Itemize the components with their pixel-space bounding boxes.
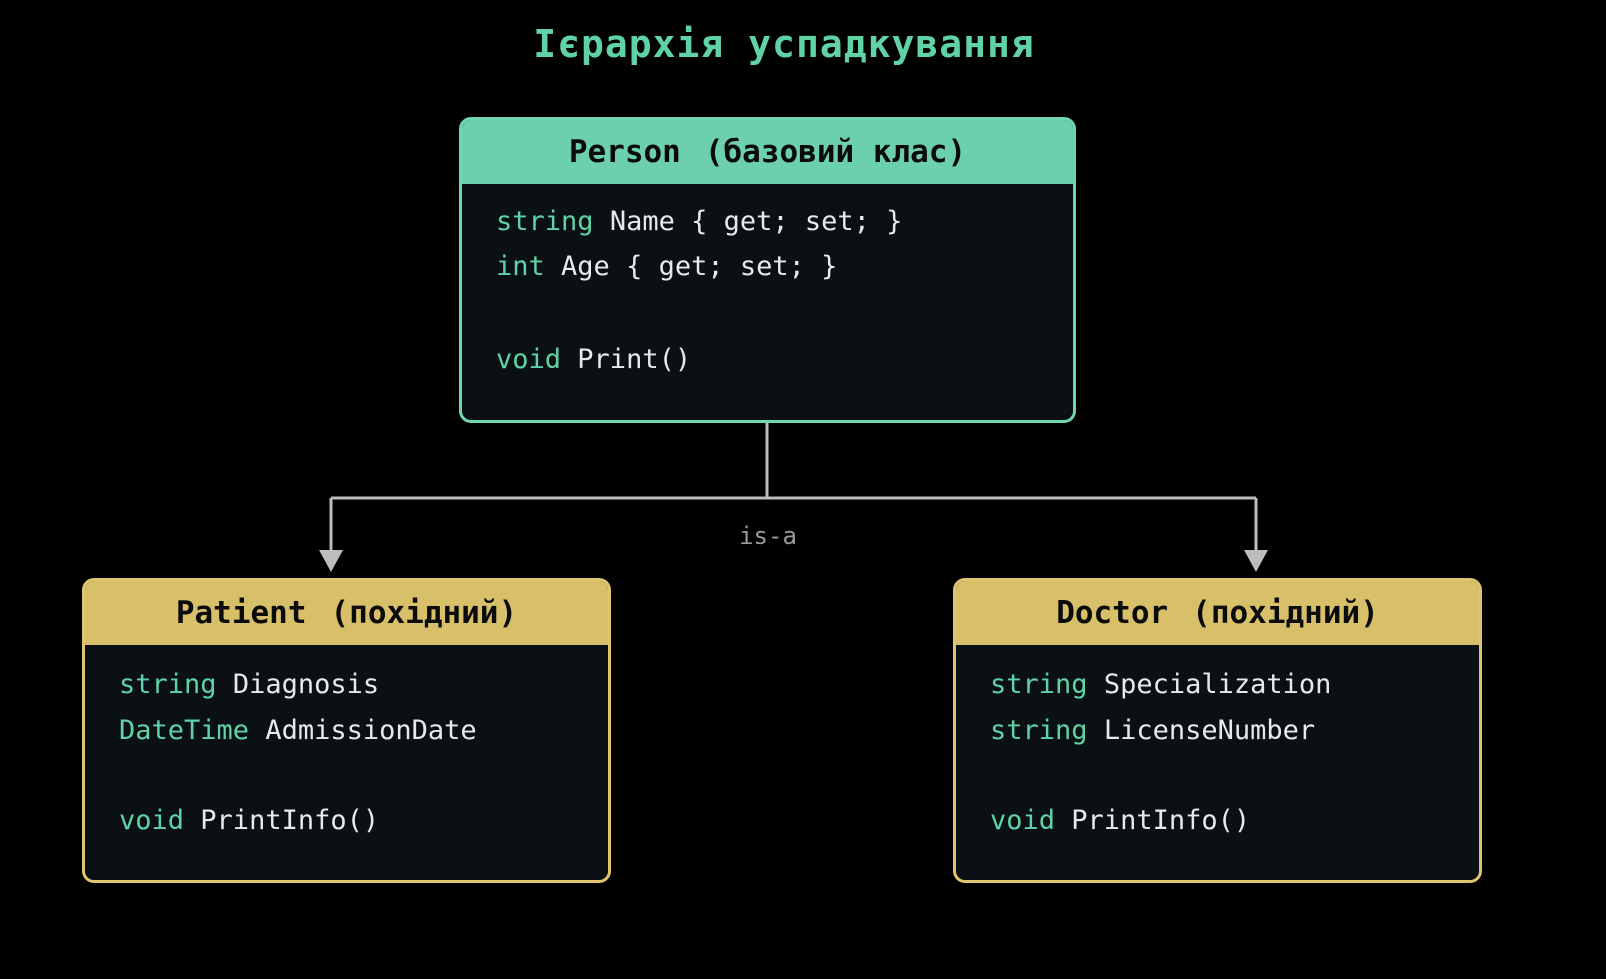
relation-label: is-a [739,522,797,550]
member-specialization: string Specialization [990,669,1331,700]
member-declaration: Print() [577,344,692,375]
member-declaration: PrintInfo() [200,805,380,836]
member-declaration: PrintInfo() [1071,805,1251,836]
member-print: void Print() [496,344,691,375]
class-box-patient: Patient (похідний) string Diagnosis DateT… [82,578,611,883]
class-name: Person [568,134,681,170]
class-tag: (похідний) [330,595,518,631]
member-type: void [990,805,1056,836]
member-diagnosis: string Diagnosis [119,669,379,700]
member-declaration: Diagnosis [232,669,380,700]
member-declaration: Name { get; set; } [609,206,903,237]
class-header-person: Person (базовий клас) [462,120,1073,184]
class-header-doctor: Doctor (похідний) [956,581,1479,645]
member-age: int Age { get; set; } [496,251,837,282]
member-license-number: string LicenseNumber [990,715,1315,746]
member-type: void [496,344,562,375]
member-type: void [119,805,185,836]
member-type: string [990,715,1088,746]
member-admission-date: DateTime AdmissionDate [119,715,477,746]
class-header-patient: Patient (похідний) [85,581,608,645]
member-type: string [119,669,217,700]
member-declaration: LicenseNumber [1103,715,1316,746]
class-box-doctor: Doctor (похідний) string Specialization s… [953,578,1482,883]
member-type: int [496,251,545,282]
diagram-title: Ієрархія успадкування [533,22,1035,66]
member-declaration: Specialization [1103,669,1332,700]
member-type: string [496,206,594,237]
class-box-person: Person (базовий клас) string Name { get; … [459,117,1076,423]
class-name: Patient [175,595,307,631]
member-declaration: AdmissionDate [265,715,477,746]
member-name: string Name { get; set; } [496,206,902,237]
member-type: DateTime [119,715,250,746]
arrowhead-patient [319,550,343,572]
class-tag: (похідний) [1192,595,1379,631]
member-type: string [990,669,1088,700]
member-declaration: Age { get; set; } [561,251,838,282]
arrowhead-doctor [1244,550,1268,572]
member-print-info: void PrintInfo() [990,805,1250,836]
member-print-info: void PrintInfo() [119,805,379,836]
class-tag: (базовий клас) [704,134,967,170]
class-name: Doctor [1056,595,1169,631]
